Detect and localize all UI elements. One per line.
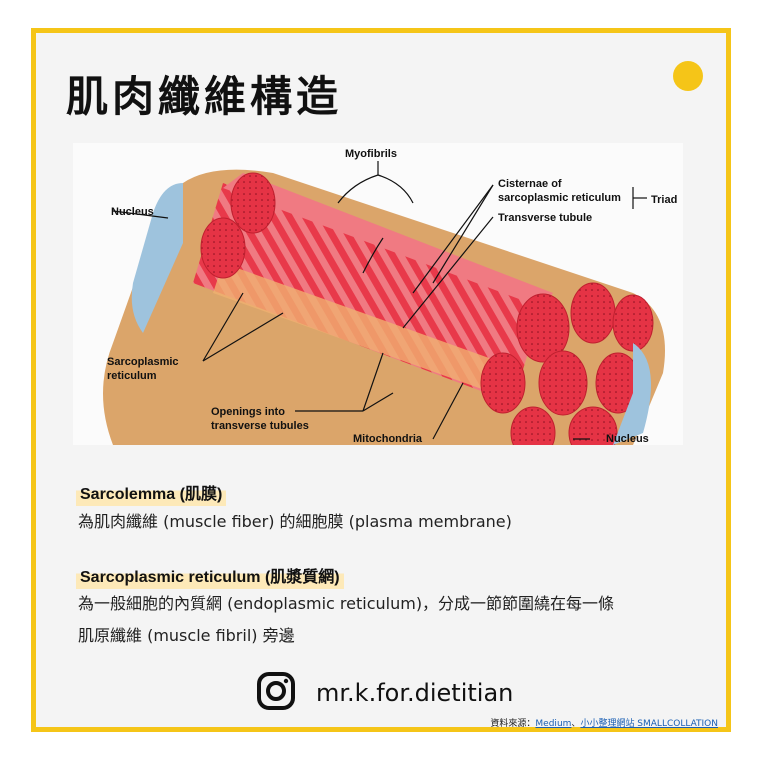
sarcoplasmic-reticulum-network (213, 263, 503, 393)
myofibril-cross-section (568, 406, 618, 445)
label-mitochondria: Mitochondria (353, 433, 423, 445)
label-openings-line2: transverse tubules (211, 420, 309, 432)
instagram-icon (257, 672, 295, 710)
source-link-smallcollation[interactable]: 小小整理網站 SMALLCOLLATION (580, 719, 718, 729)
nucleus-left (131, 183, 183, 333)
desc-sarcoplasmic-reticulum-line2: 肌原纖維 (muscle fibril) 旁邊 (78, 626, 295, 645)
source-prefix: 資料來源： (490, 719, 536, 729)
myofibril-cross-section (612, 294, 654, 352)
label-nucleus-bottom: Nucleus (606, 433, 649, 445)
myofibril-cross-section (570, 282, 616, 344)
label-triad: Triad (651, 194, 677, 206)
source-separator: 、 (571, 719, 581, 729)
label-sarcoplasmic-line2: reticulum (107, 370, 157, 382)
muscle-fiber-diagram: Myofibrils Nucleus Cisternae of sarcopla… (73, 143, 683, 445)
term-sarcolemma: Sarcolemma (肌膜) (76, 478, 227, 506)
page-title: 肌肉纖維構造 (66, 72, 343, 121)
source-link-medium[interactable]: Medium (535, 719, 572, 729)
label-cisternae-line1: Cisternae of (498, 178, 562, 190)
myofibril-cross-section (480, 352, 526, 414)
label-sarcoplasmic-line1: Sarcoplasmic (107, 356, 179, 368)
term-sarcoplasmic-reticulum: Sarcoplasmic reticulum (肌漿質網) (76, 561, 344, 589)
desc-sarcoplasmic-reticulum-line1: 為一般細胞的內質網 (endoplasmic reticulum)，分成一節節圍… (78, 594, 615, 613)
label-nucleus-top: Nucleus (111, 206, 154, 218)
myofibril-cross-section (510, 406, 556, 445)
label-openings-line1: Openings into (211, 406, 285, 418)
myofibril-cross-section (516, 293, 570, 363)
instagram-handle: mr.k.for.dietitian (316, 679, 514, 707)
label-transverse-tubule: Transverse tubule (498, 212, 592, 224)
myofibril-cross-section (230, 172, 276, 234)
myofibril-top (223, 173, 553, 308)
label-cisternae-line2: sarcoplasmic reticulum (498, 192, 621, 204)
label-leaders (112, 161, 647, 440)
desc-sarcolemma: 為肌肉纖維 (muscle fiber) 的細胞膜 (plasma membra… (78, 512, 512, 531)
myofibril-cross-section (200, 217, 246, 279)
source-credit: 資料來源：Medium、小小整理網站 SMALLCOLLATION (490, 716, 718, 729)
infographic-card: 肌肉纖維構造 (31, 28, 731, 732)
label-myofibrils: Myofibrils (345, 148, 397, 160)
muscle-fiber-illustration: Myofibrils Nucleus Cisternae of sarcopla… (103, 148, 677, 445)
nucleus-right (613, 343, 651, 445)
decorative-dot (673, 61, 703, 91)
myofibril-cross-section (538, 350, 588, 416)
